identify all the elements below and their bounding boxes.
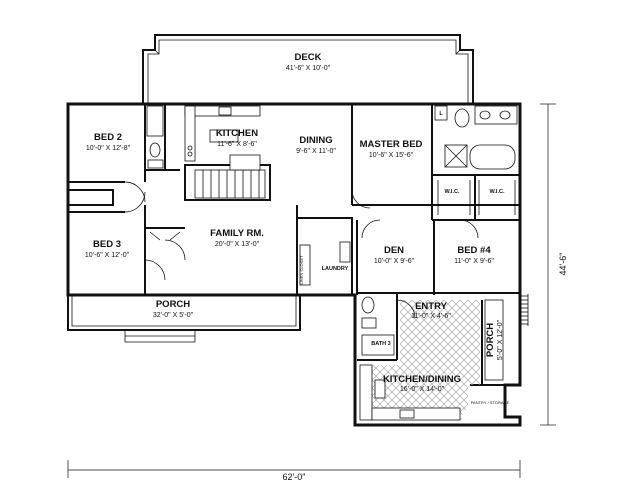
kitchen-dining-dim: 16'-0" X 14'-0" (400, 386, 445, 393)
entry-name: ENTRY (415, 301, 448, 312)
staircase (194, 154, 266, 199)
front-porch (67, 295, 301, 343)
family-dim: 20'-0" X 13'-0" (215, 241, 260, 248)
bed3-dim: 10'-6" X 12'-0" (85, 252, 130, 259)
wic-left-label: W.I.C. (445, 189, 460, 195)
bed2-name: BED 2 (94, 132, 122, 143)
dimension-width (67, 460, 521, 478)
pantry-label: PANTRY / STORAGE (471, 400, 510, 405)
bath3-label: BATH 3 (371, 341, 390, 347)
bed2-dim: 10'-0" X 12'-8" (86, 145, 131, 152)
bed4-name: BED #4 (457, 245, 491, 256)
lower-kitchen-fixtures (359, 364, 461, 421)
kitchen-dining-name: KITCHEN/DINING (383, 374, 461, 385)
laundry-fixtures (299, 241, 351, 286)
exterior-walls (66, 102, 522, 427)
entry-dim: 11'-0" X 4'-6" (411, 313, 451, 320)
family-name: FAMILY RM. (210, 228, 264, 239)
master-dim: 10'-6" X 15'-6" (369, 152, 414, 159)
deck-name: DECK (295, 52, 322, 63)
dining-name: DINING (299, 135, 332, 146)
porch-steps (520, 294, 529, 326)
dimension-depth (540, 103, 556, 426)
dining-dim: 9'-6" X 11'-0" (296, 148, 336, 155)
bath3-fixtures (361, 296, 395, 356)
porch-name: PORCH (156, 299, 190, 310)
deck-dim: 41'-6" X 10'-0" (286, 65, 331, 72)
den-dim: 10'-0" X 9'-6" (374, 258, 415, 265)
closet-shelves (437, 180, 516, 215)
side-porch-dim: 5'-0" X 12'-0" (497, 319, 504, 360)
linen-closet-label: LINEN CLOSET (299, 255, 304, 284)
linen-label: L (439, 111, 443, 117)
tile-floor (360, 300, 480, 420)
hall-bath-fixtures (146, 105, 164, 169)
deck-outline (142, 34, 474, 105)
laundry-label: LAUNDRY (322, 266, 349, 272)
side-porch (484, 294, 529, 381)
interior-walls (67, 104, 520, 386)
side-porch-name: PORCH (485, 323, 496, 357)
kitchen-name: KITCHEN (216, 128, 258, 139)
door-swings (124, 181, 479, 319)
width-label: 62'-0" (283, 472, 306, 482)
wic-right-label: W.I.C. (490, 189, 505, 195)
master-bath-fixtures (434, 105, 518, 170)
den-name: DEN (384, 245, 404, 256)
kitchen-dim: 11'-6" X 8'-6" (217, 141, 257, 148)
kitchen-fixtures (184, 105, 261, 162)
master-name: MASTER BED (360, 139, 423, 150)
depth-label: 44'-6" (558, 253, 568, 276)
bed4-dim: 11'-0" X 9'-6" (454, 258, 494, 265)
porch-dim: 32'-0" X 5'-0" (153, 312, 194, 319)
bed3-name: BED 3 (93, 239, 121, 250)
